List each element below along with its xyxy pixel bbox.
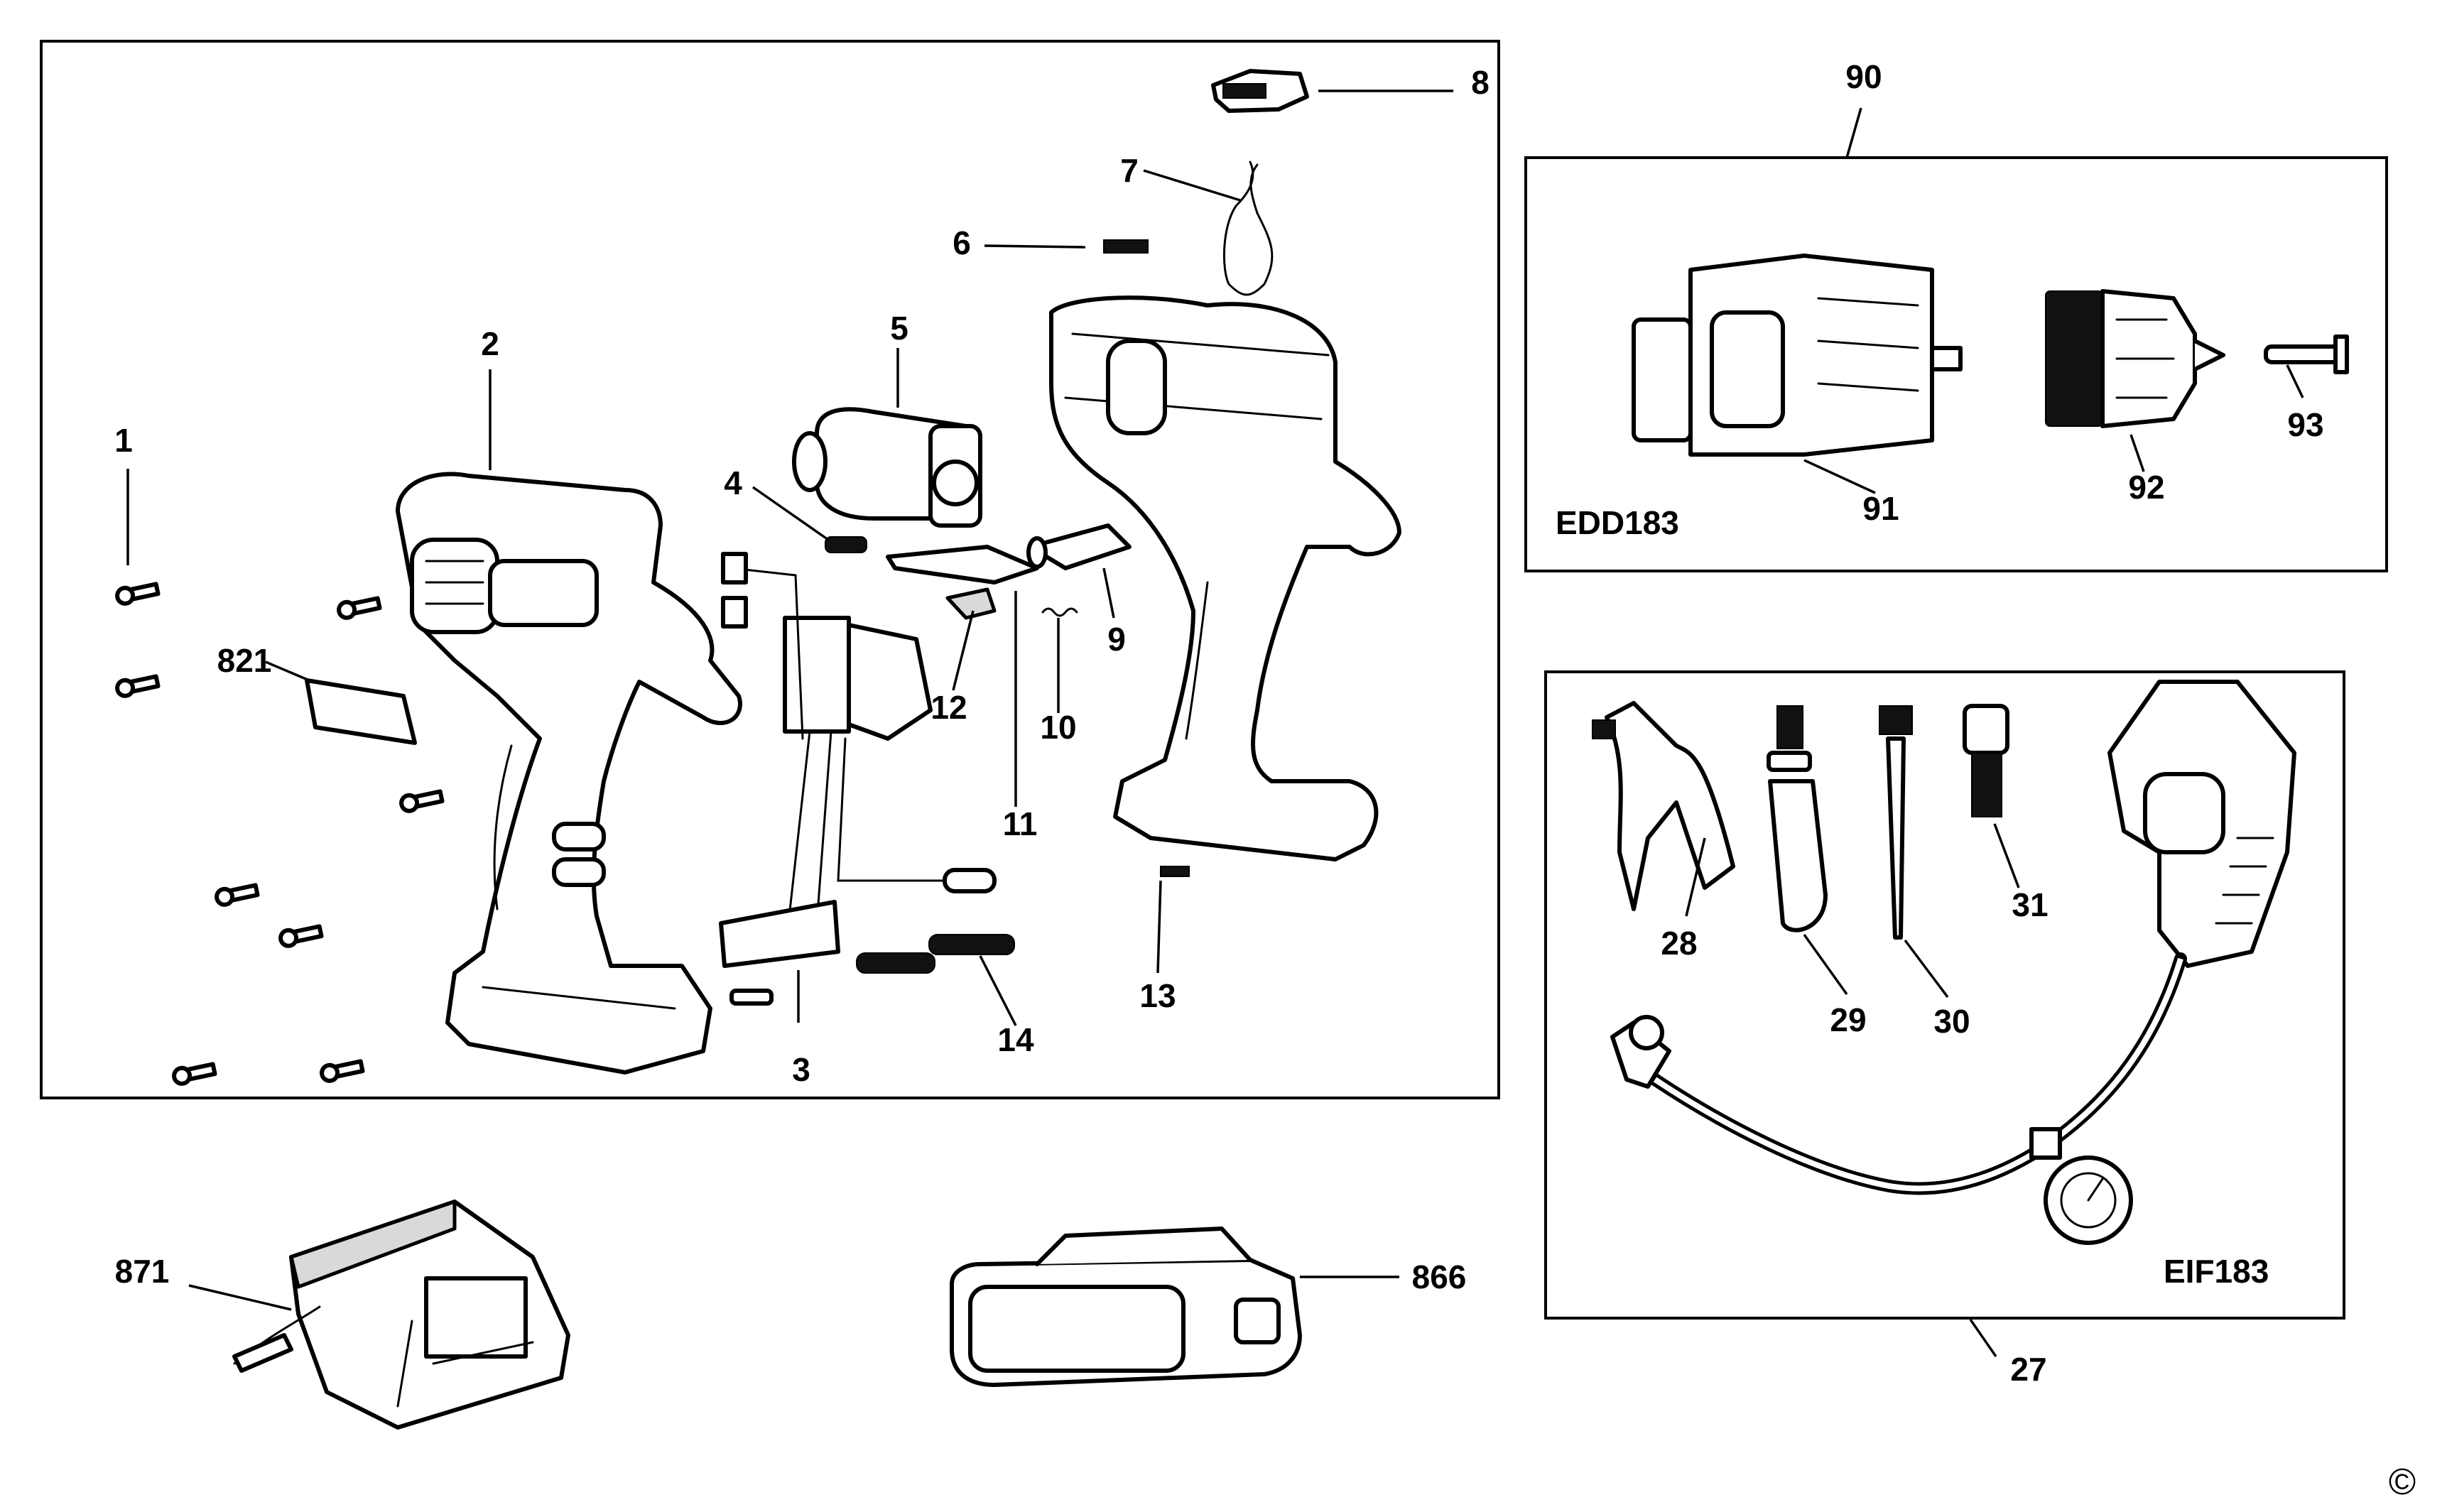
plate-part-6 [1103,239,1149,254]
label-part-91: 91 [1862,490,1899,527]
label-part-9: 9 [1107,621,1126,658]
label-part-871: 871 [115,1253,170,1290]
label-part-11: 11 [1003,805,1038,842]
label-part-27: 27 [2010,1351,2046,1388]
label-part-92: 92 [2128,469,2164,506]
label-part-31: 31 [2012,886,2048,923]
needle-adapter-part-30 [1879,705,1913,940]
cone-adapter-part-29 [1767,705,1828,932]
label-part-93: 93 [2287,406,2323,443]
left-housing-part-2 [396,472,742,1075]
wire-clip-part-7 [1223,161,1274,296]
switch-wiring-part-3 [719,552,997,1006]
label-part-14: 14 [997,1021,1034,1058]
drill-head-part-91 [1632,254,1963,457]
button-part-8 [1211,69,1309,113]
label-part-30: 30 [1933,1003,1970,1040]
label-part-866: 866 [1412,1258,1467,1295]
presta-adapter-part-31 [1963,704,2009,817]
spring-part-4 [825,536,867,553]
main-drill-frame [40,40,1500,1099]
screw-part-1-group [115,582,445,1086]
clamp-tip [1592,719,1616,739]
label-part-6: 6 [953,224,971,261]
inflator-part-27 [1610,680,2296,1245]
part-number-labels: 1 2 3 4 5 6 7 8 9 10 11 12 13 14 821 871… [114,58,2416,1503]
label-part-1: 1 [114,422,133,459]
battery-part-866 [950,1227,1302,1387]
clamp-part-28 [1605,701,1735,911]
leader-lines [126,89,2304,1357]
kit-label-edd183: EDD183 [1556,504,1679,541]
screw-part-93 [2264,335,2349,374]
motor-part-5 [792,407,982,528]
kit-label-eif183: EIF183 [2164,1253,2269,1290]
label-part-4: 4 [724,464,742,501]
label-part-8: 8 [1471,64,1490,101]
label-part-10: 10 [1040,709,1076,746]
chuck-part-92 [2045,289,2225,428]
latch-part-12 [945,587,997,620]
label-plate-821 [305,678,417,745]
label-part-28: 28 [1661,925,1697,962]
copyright-mark: © [2389,1462,2416,1503]
slider-part-9 [1026,523,1132,570]
label-part-3: 3 [792,1051,810,1088]
label-part-5: 5 [890,310,908,347]
right-housing-half [1049,295,1401,861]
pin-part-13 [1160,866,1190,877]
label-part-90: 90 [1845,58,1882,95]
label-part-12: 12 [930,689,967,726]
spring-part-10 [1041,607,1078,617]
charger-part-871 [232,1200,570,1430]
label-part-7: 7 [1120,152,1139,189]
springs-part-14 [856,934,1015,974]
drill-attachment-frame [1524,156,2388,572]
label-part-29: 29 [1830,1001,1866,1038]
lever-plate-part-11 [886,545,1039,584]
label-part-2: 2 [481,325,499,362]
label-part-13: 13 [1139,977,1176,1014]
label-part-821: 821 [217,642,272,679]
inflator-attachment-frame [1544,670,2345,1320]
